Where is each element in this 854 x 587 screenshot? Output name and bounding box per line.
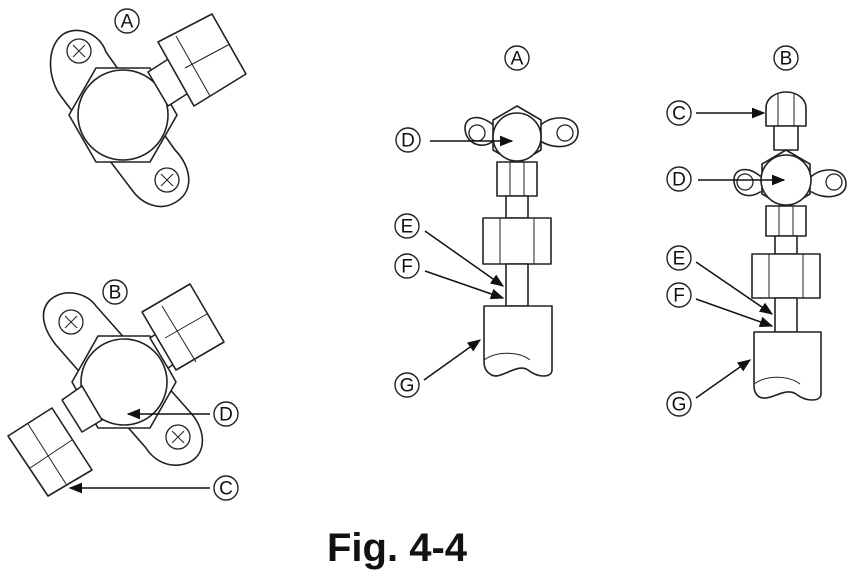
label-a-middle: A bbox=[504, 45, 530, 71]
label-f-right: F bbox=[666, 282, 692, 308]
svg-text:F: F bbox=[401, 257, 413, 278]
svg-text:C: C bbox=[672, 104, 686, 125]
valve-b-top-view: B D C bbox=[7, 279, 239, 501]
label-d-right: D bbox=[666, 166, 692, 192]
svg-text:D: D bbox=[219, 405, 233, 426]
svg-text:B: B bbox=[780, 49, 793, 70]
label-e-right: E bbox=[666, 245, 692, 271]
svg-text:E: E bbox=[673, 249, 686, 270]
svg-text:G: G bbox=[400, 376, 415, 397]
valve-a-side-view: A D E F bbox=[394, 45, 579, 398]
label-e-middle: E bbox=[394, 213, 420, 239]
valve-b-side-view: B C D bbox=[666, 45, 847, 417]
svg-text:C: C bbox=[219, 479, 233, 500]
svg-text:D: D bbox=[401, 131, 415, 152]
svg-text:D: D bbox=[672, 170, 686, 191]
label-d-middle: D bbox=[395, 127, 421, 153]
label-g-right: G bbox=[666, 391, 692, 417]
label-g-middle: G bbox=[394, 372, 420, 398]
figure-caption: Fig. 4-4 bbox=[327, 526, 468, 570]
svg-text:E: E bbox=[401, 217, 414, 238]
valve-a-top-view: A bbox=[49, 8, 247, 208]
svg-text:B: B bbox=[109, 283, 122, 304]
svg-text:A: A bbox=[511, 49, 524, 70]
svg-text:A: A bbox=[121, 12, 134, 33]
label-d-bottom-left: D bbox=[213, 401, 239, 427]
label-b-bottom-left: B bbox=[102, 279, 128, 305]
label-f-middle: F bbox=[394, 253, 420, 279]
svg-text:F: F bbox=[673, 286, 685, 307]
svg-text:G: G bbox=[672, 395, 687, 416]
label-b-right: B bbox=[773, 45, 799, 71]
label-c-bottom-left: C bbox=[213, 475, 239, 501]
label-c-right: C bbox=[666, 100, 692, 126]
label-a-top-left: A bbox=[114, 8, 140, 34]
